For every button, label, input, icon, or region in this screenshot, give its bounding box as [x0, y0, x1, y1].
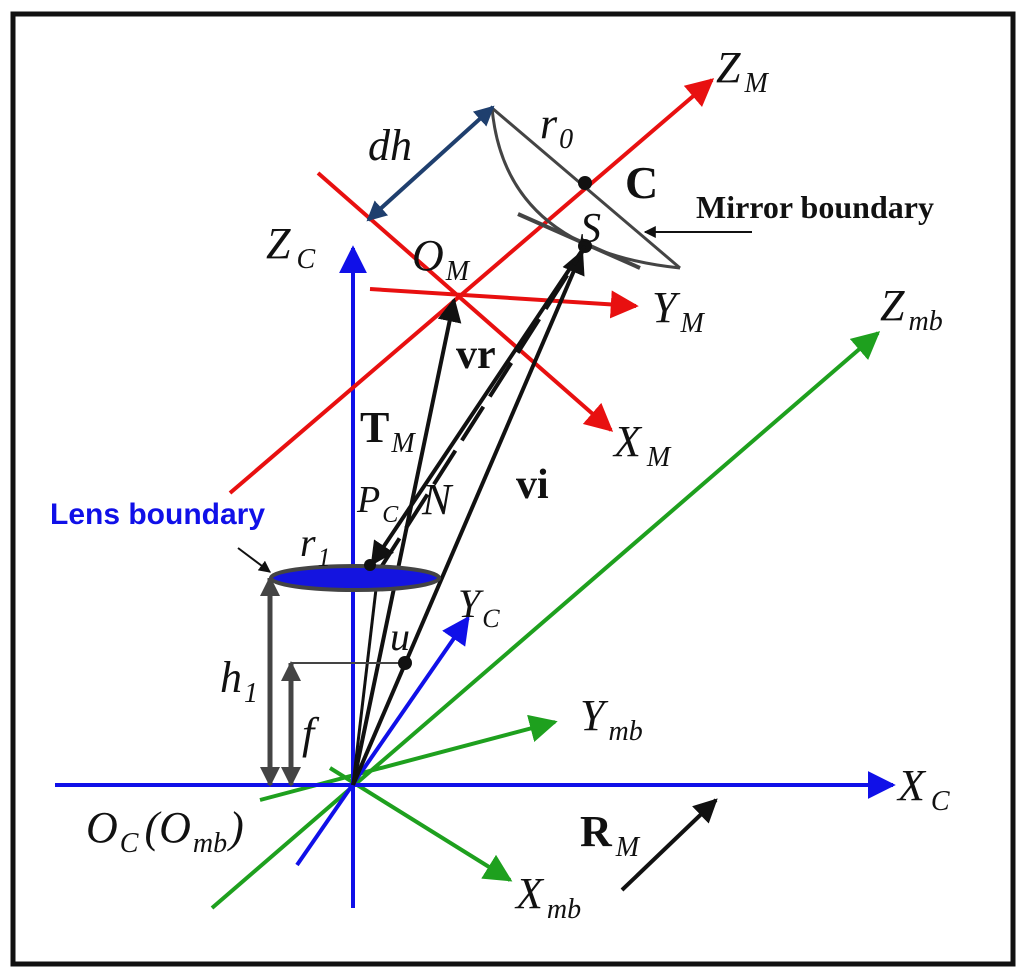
r-m-arrow	[620, 798, 718, 892]
label-r0: r0	[540, 99, 573, 155]
mirror-base-frame	[210, 331, 881, 910]
figure-frame	[10, 11, 1016, 967]
label-c: C	[625, 157, 658, 208]
vr-vector	[370, 244, 587, 566]
lens-boundary-pointer	[237, 547, 271, 573]
label-h1: h1	[220, 653, 258, 709]
z-m-axis	[228, 78, 715, 495]
label-p-c: PC	[356, 479, 399, 528]
z-mb-axis	[210, 331, 881, 910]
dh-dimension	[366, 105, 495, 222]
point-u	[398, 656, 412, 670]
label-f: f	[302, 709, 320, 758]
label-u: u	[390, 614, 410, 659]
label-o-m: OM	[412, 231, 471, 287]
y-m-axis	[369, 287, 639, 319]
height-dimensions	[260, 576, 412, 787]
lens-ellipse	[269, 564, 441, 592]
label-y-c: YC	[458, 581, 500, 633]
y-c-axis	[295, 615, 470, 867]
label-t-m: TM	[360, 403, 416, 459]
mirror	[490, 106, 752, 270]
label-dh: dh	[368, 121, 412, 170]
point-p-c	[364, 559, 376, 571]
ray-vectors	[351, 244, 587, 786]
label-vr: vr	[456, 332, 496, 378]
vi-vector	[351, 249, 585, 786]
label-r1: r1	[300, 520, 331, 572]
label-lens-boundary: Lens boundary	[50, 498, 265, 531]
tangent-at-s	[517, 212, 641, 270]
point-c	[578, 176, 592, 190]
mirror-profile	[490, 107, 681, 270]
label-n: N	[421, 475, 454, 524]
label-mirror-boundary: Mirror boundary	[696, 189, 934, 225]
label-o-c-o-mb: OC(Omb)	[86, 803, 244, 859]
label-vi: vi	[516, 462, 549, 508]
lens-to-s-dashed	[376, 250, 584, 574]
label-s: S	[580, 206, 601, 252]
origin-to-lens-ray	[351, 571, 380, 786]
t-m-vector	[351, 297, 462, 786]
